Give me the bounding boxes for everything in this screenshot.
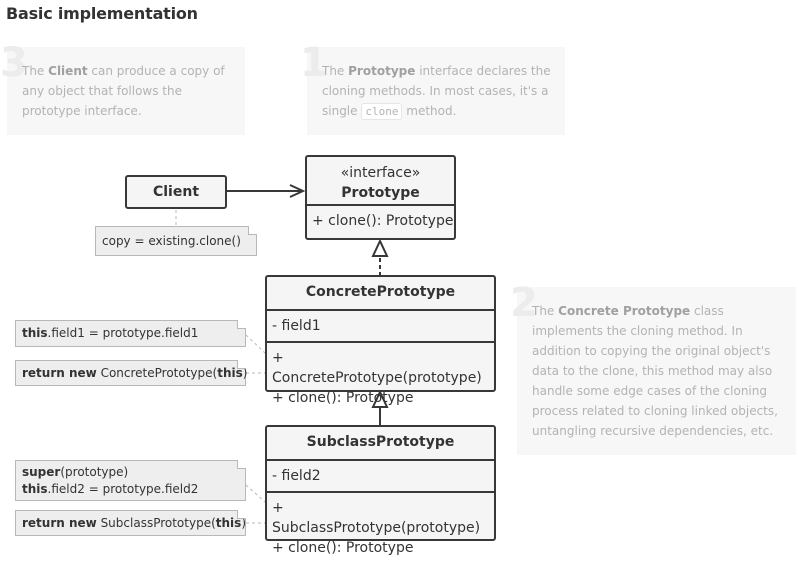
methods-section: + clone(): Prototype [307,204,454,238]
callout-client: 3 The Client can produce a copy of any o… [0,43,245,135]
class-name: SubclassPrototype [306,434,455,450]
field: - field1 [272,318,321,334]
callout-number: 3 [0,40,28,86]
note-client-copy: copy = existing.clone() [95,226,257,256]
method: + clone(): Prototype [312,213,454,229]
note-subclass-clone: return new SubclassPrototype(this) [15,510,246,536]
note-connector [245,484,266,503]
class-name: Client [152,184,200,200]
fields-section: - field2 [267,459,494,491]
interface-prototype: «interface» Prototype + clone(): Prototy… [305,155,456,240]
method: + clone(): Prototype [272,540,414,556]
note-concrete-clone: return new ConcretePrototype(this) [15,360,247,386]
note-subclass-constructor: super(prototype) this.field2 = prototype… [15,460,246,501]
method: + SubclassPrototype(prototype) [272,500,481,536]
realization-arrowhead [371,238,389,257]
field: - field2 [272,468,321,484]
callout-number: 1 [300,40,328,86]
fields-section: - field1 [267,309,494,341]
note-concrete-constructor: this.field1 = prototype.field1 [15,320,246,347]
callout-text: The Client can produce a copy of any obj… [22,64,225,118]
class-name: ConcretePrototype [305,284,456,300]
inline-code: clone [361,103,403,120]
note-connector [245,334,266,354]
callout-prototype: 1 The Prototype interface declares the c… [300,43,565,135]
callout-concrete-prototype: 2 The Concrete Prototype class implement… [510,283,796,455]
method: + clone(): Prototype [272,390,414,406]
callout-text: The Prototype interface declares the clo… [322,64,551,120]
association-arrowhead [289,184,306,198]
inheritance-arrowhead [371,389,389,408]
class-subclass-prototype: SubclassPrototype - field2 + SubclassPro… [265,425,496,556]
callout-text: The Concrete Prototype class implements … [532,304,778,438]
methods-section: + ConcretePrototype(prototype) + clone()… [267,341,494,408]
class-client: Client [125,175,227,209]
stereotype: «interface» [340,165,421,181]
class-header: «interface» Prototype [307,157,454,204]
method: + ConcretePrototype(prototype) [272,350,482,386]
class-concrete-prototype: ConcretePrototype - field1 + ConcretePro… [265,275,496,406]
page-title: Basic implementation [6,4,198,23]
callout-number: 2 [510,280,538,326]
class-name: Prototype [341,185,420,201]
methods-section: + SubclassPrototype(prototype) + clone()… [267,491,494,558]
